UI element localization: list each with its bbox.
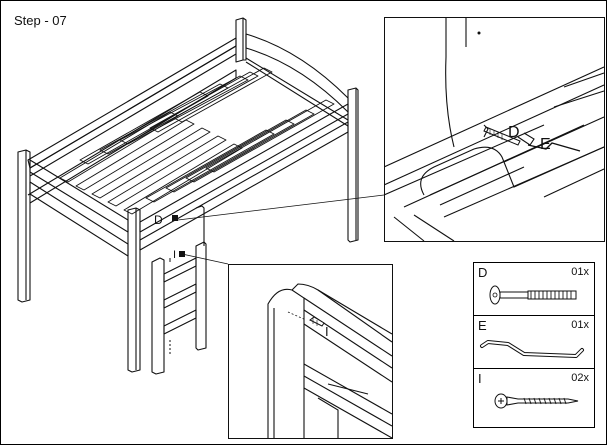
callout-d-main: D — [154, 213, 163, 227]
ladder-rung-2 — [163, 283, 197, 309]
screw-marker — [179, 251, 185, 257]
footboard — [29, 159, 129, 233]
part-row-d: D 01x — [474, 263, 594, 316]
screw-icon — [494, 393, 579, 409]
detail-box-bottom: I — [228, 264, 393, 439]
part-quantity: 01x — [571, 319, 589, 331]
allen-key-icon — [480, 340, 584, 358]
part-row-i: I 02x — [474, 369, 594, 426]
part-quantity: 02x — [571, 372, 589, 384]
allen-key-detail — [527, 142, 581, 152]
slats — [59, 67, 335, 215]
callout-d-top: D — [508, 124, 520, 141]
front-rail — [139, 103, 349, 233]
bolt-icon — [489, 285, 577, 305]
bolt-marker — [172, 215, 178, 221]
part-quantity: 01x — [571, 266, 589, 278]
part-letter: I — [478, 371, 482, 386]
foot-right-post — [127, 207, 141, 373]
ladder-rung-3 — [163, 309, 197, 335]
part-letter: D — [478, 265, 488, 280]
head-left-post — [235, 17, 244, 63]
callout-i-bottom: I — [325, 324, 329, 339]
part-letter: E — [478, 318, 487, 333]
callout-i-main: I — [173, 249, 176, 261]
foot-left-post — [17, 149, 31, 303]
bolt-detail — [483, 126, 521, 146]
ladder-rung-1 — [163, 257, 197, 283]
callout-e-top: E — [540, 136, 551, 153]
detail-box-top: D E — [384, 17, 605, 242]
ladder-left-rail — [151, 257, 165, 375]
headboard — [245, 33, 349, 113]
step-title: Step - 07 — [14, 13, 67, 28]
part-row-e: E 01x — [474, 316, 594, 369]
parts-list: D 01x E 01x — [473, 262, 595, 428]
